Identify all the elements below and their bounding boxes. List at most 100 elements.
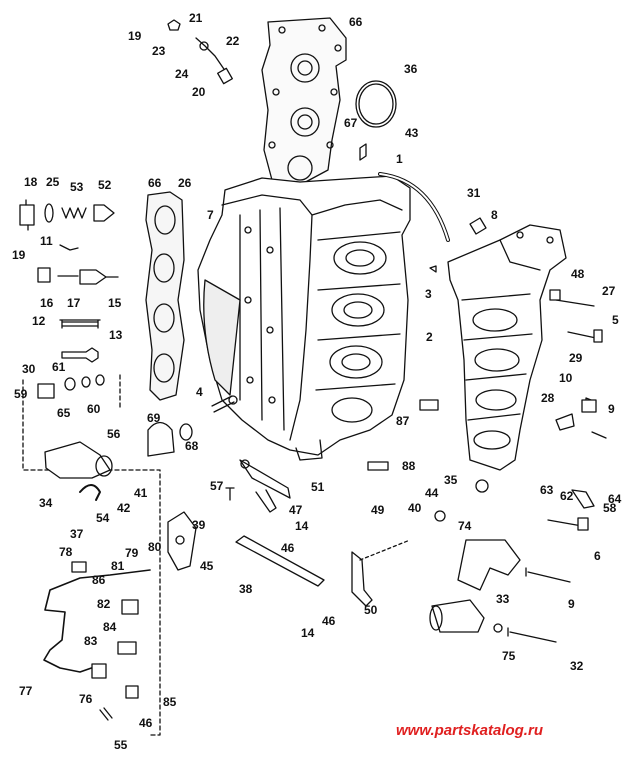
callout-52: 52 — [98, 178, 112, 192]
callout-74: 74 — [458, 519, 472, 533]
callout-20: 20 — [192, 85, 206, 99]
callout-29: 29 — [569, 351, 583, 365]
callout-28: 28 — [541, 391, 555, 405]
callout-66-left: 66 — [148, 176, 162, 190]
bolts — [59, 289, 603, 643]
callout-62: 62 — [560, 489, 574, 503]
callout-18: 18 — [24, 175, 38, 189]
callout-19-left: 19 — [12, 248, 26, 262]
engine-mount — [147, 395, 238, 457]
callout-45: 45 — [200, 559, 214, 573]
callout-36: 36 — [404, 62, 418, 76]
callout-27: 27 — [602, 284, 616, 298]
callout-46-c: 46 — [139, 716, 153, 730]
callout-86: 86 — [92, 573, 106, 587]
callout-55: 55 — [114, 738, 128, 752]
callout-53: 53 — [70, 180, 84, 194]
callout-31: 31 — [467, 186, 481, 200]
callout-49: 49 — [371, 503, 385, 517]
callout-15: 15 — [108, 296, 122, 310]
link-rod — [235, 535, 325, 587]
callout-81: 81 — [111, 559, 125, 573]
sender-parts — [37, 244, 119, 363]
callout-78: 78 — [59, 545, 73, 559]
callout-57: 57 — [210, 479, 224, 493]
callout-7: 7 — [207, 208, 214, 222]
callout-33: 33 — [496, 592, 510, 606]
callout-3: 3 — [425, 287, 432, 301]
callout-40: 40 — [408, 501, 422, 515]
callout-30: 30 — [22, 362, 36, 376]
callout-23: 23 — [152, 44, 166, 58]
callout-85: 85 — [163, 695, 177, 709]
callout-80: 80 — [148, 540, 162, 554]
callout-68: 68 — [185, 439, 199, 453]
callout-21: 21 — [189, 11, 203, 25]
callout-35: 35 — [444, 473, 458, 487]
callout-60: 60 — [87, 402, 101, 416]
callout-41: 41 — [134, 486, 148, 500]
callout-39: 39 — [192, 518, 206, 532]
callout-6: 6 — [594, 549, 601, 563]
callout-63: 63 — [540, 483, 554, 497]
o-ring — [355, 80, 397, 128]
callout-64: 64 — [608, 492, 622, 506]
shift-lever — [351, 551, 373, 607]
callout-12: 12 — [32, 314, 46, 328]
callout-75: 75 — [502, 649, 516, 663]
callout-24: 24 — [175, 67, 189, 81]
callout-42: 42 — [117, 501, 131, 515]
harness-cable — [43, 569, 151, 673]
callout-61: 61 — [52, 360, 66, 374]
callout-69: 69 — [147, 411, 161, 425]
exhaust-housing — [447, 224, 567, 471]
callout-10: 10 — [559, 371, 573, 385]
callout-83: 83 — [84, 634, 98, 648]
callout-43: 43 — [405, 126, 419, 140]
callout-25: 25 — [46, 175, 60, 189]
callout-4: 4 — [196, 385, 203, 399]
callout-44: 44 — [425, 486, 439, 500]
callout-14-b: 14 — [301, 626, 315, 640]
callout-66-top: 66 — [349, 15, 363, 29]
callout-50: 50 — [364, 603, 378, 617]
callout-87: 87 — [396, 414, 410, 428]
callout-34: 34 — [39, 496, 53, 510]
callout-84: 84 — [103, 620, 117, 634]
callout-59: 59 — [14, 387, 28, 401]
callout-37: 37 — [70, 527, 84, 541]
mounting-bracket — [167, 511, 197, 571]
callout-1: 1 — [396, 152, 403, 166]
callout-32: 32 — [570, 659, 584, 673]
water-elbow — [44, 441, 113, 501]
callout-65: 65 — [57, 406, 71, 420]
callout-79: 79 — [125, 546, 139, 560]
callout-47: 47 — [289, 503, 303, 517]
callout-8: 8 — [491, 208, 498, 222]
damper — [429, 599, 503, 633]
callout-46-b: 46 — [322, 614, 336, 628]
callout-13: 13 — [109, 328, 123, 342]
callout-56: 56 — [107, 427, 121, 441]
callout-51: 51 — [311, 480, 325, 494]
plug-parts — [37, 374, 105, 399]
callout-54: 54 — [96, 511, 110, 525]
callout-5: 5 — [612, 313, 619, 327]
callout-48: 48 — [571, 267, 585, 281]
callout-38: 38 — [239, 582, 253, 596]
callout-88: 88 — [402, 459, 416, 473]
cylinder-block — [197, 175, 411, 461]
cylinder-head-cover — [261, 17, 347, 186]
watermark-text: www.partskatalog.ru — [396, 722, 543, 739]
callout-14-a: 14 — [295, 519, 309, 533]
callout-58: 58 — [603, 501, 617, 515]
cover-gasket — [145, 191, 185, 401]
callout-77: 77 — [19, 684, 33, 698]
throttle-linkage — [225, 459, 291, 513]
callout-46-a: 46 — [281, 541, 295, 555]
callout-9-b: 9 — [568, 597, 575, 611]
support-bracket — [457, 539, 521, 591]
callout-2: 2 — [426, 330, 433, 344]
